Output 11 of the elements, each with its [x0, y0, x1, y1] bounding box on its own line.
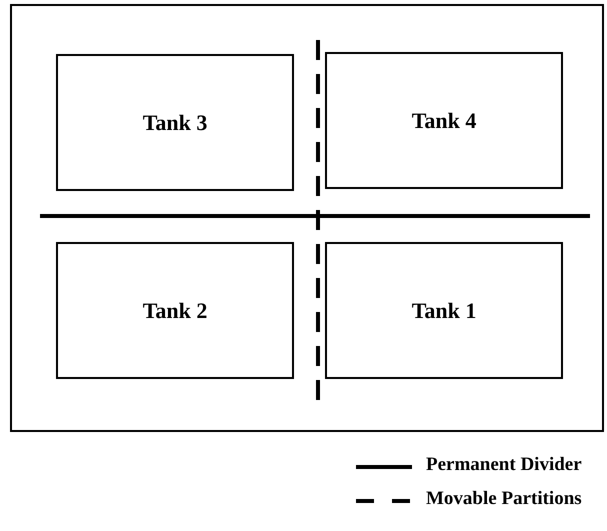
tank-label: Tank 2: [142, 298, 208, 324]
tank-box: [56, 54, 294, 191]
tank-label: Tank 3: [142, 110, 208, 136]
outer-enclosure: [10, 4, 604, 432]
tank-label: Tank 4: [410, 108, 478, 134]
legend-label: Permanent Divider: [426, 454, 582, 476]
tank-box: [325, 242, 563, 379]
tank-box: [325, 52, 563, 189]
tank-box: [56, 242, 294, 379]
tank-label: Tank 1: [410, 298, 478, 324]
legend-label: Movable Partitions: [426, 488, 582, 510]
